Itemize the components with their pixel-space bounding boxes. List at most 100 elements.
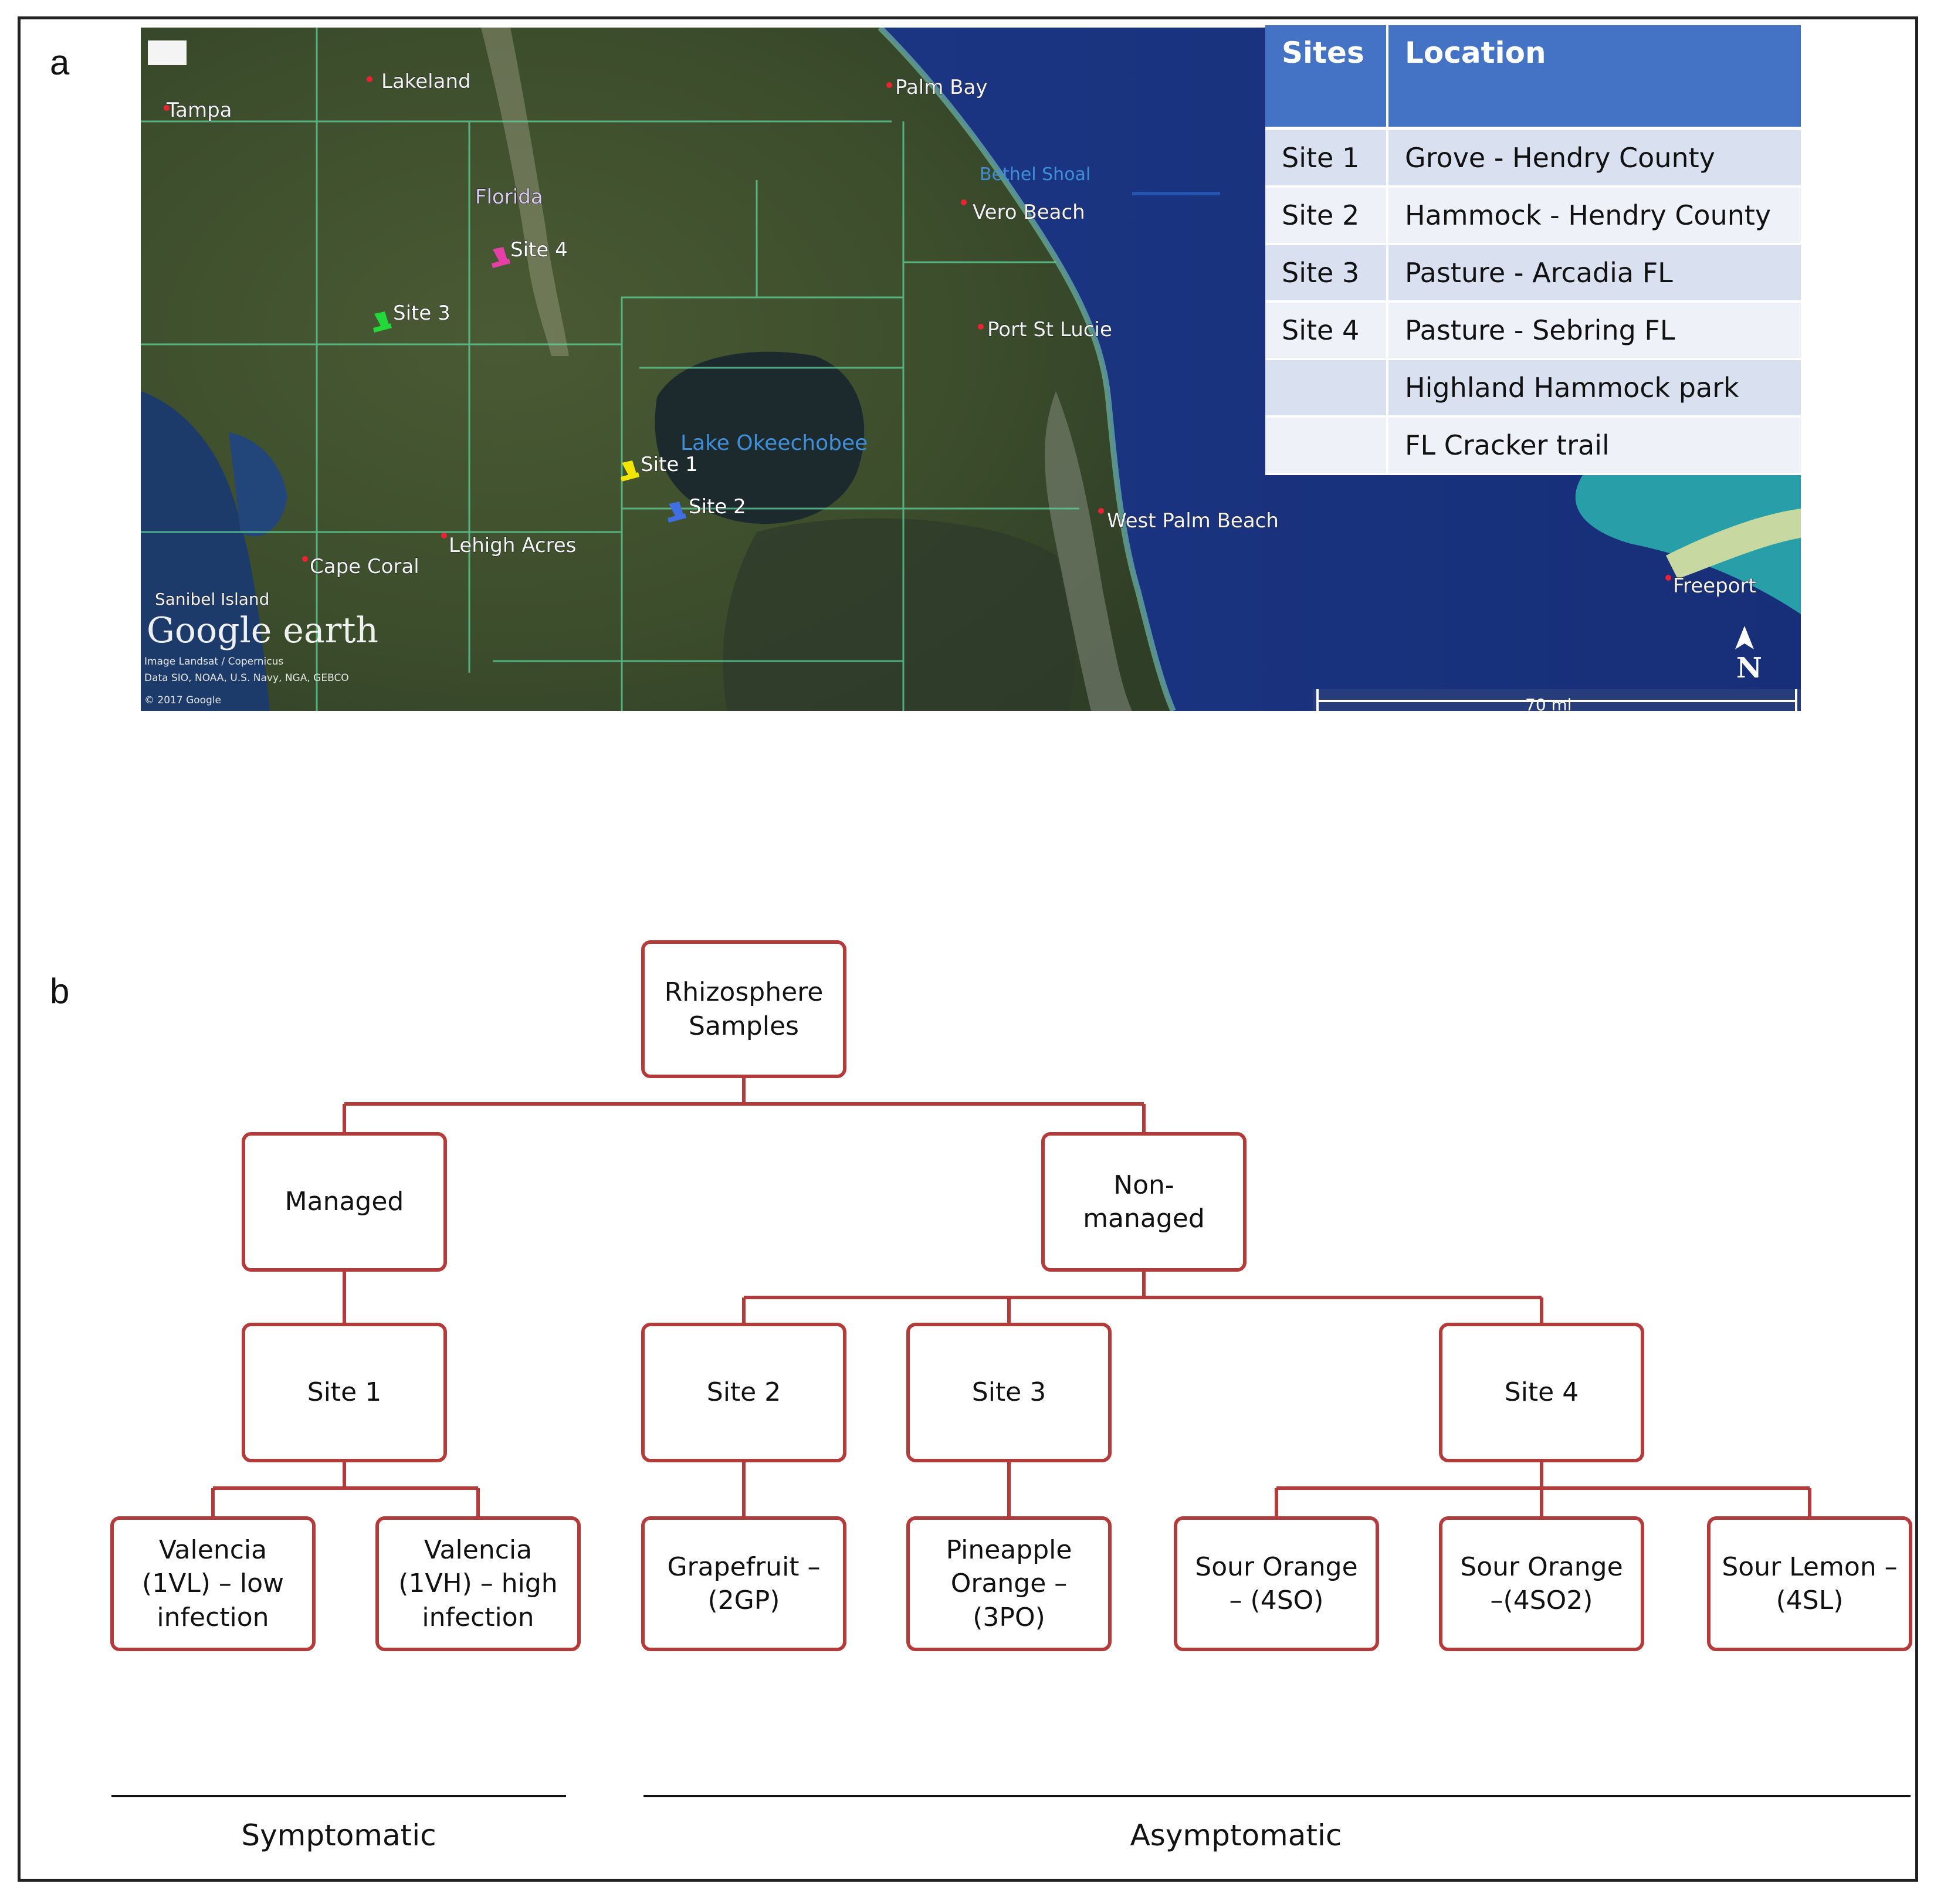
pin-site-3: Site 3 [373,301,451,333]
place-dot [978,324,984,330]
bahamas-island [1666,509,1801,579]
north-arrow-icon: N [1735,626,1762,685]
node-site-1: Site 1 [242,1323,447,1462]
place-labels: Tampa Lakeland Palm Bay Vero Beach Port … [154,69,1756,609]
node-sour-lemon-4sl: Sour Lemon – (4SL) [1707,1516,1912,1651]
tampa-bay-water [229,432,287,537]
place-vero-beach: Vero Beach [973,201,1085,224]
symptomatic-rule [111,1795,566,1797]
place-dot [886,82,892,88]
gulf-water [141,391,270,711]
place-dot [367,76,372,82]
attribution-line-1: Image Landsat / Copernicus [144,656,283,668]
node-site-3: Site 3 [906,1323,1112,1462]
place-cape-coral: Cape Coral [310,555,419,578]
panel-b-label: b [50,971,70,1011]
label-symptomatic: Symptomatic [241,1818,436,1852]
node-pineapple-orange-3po: Pineapple Orange – (3PO) [906,1516,1112,1651]
node-rhizosphere-samples: Rhizosphere Samples [641,940,846,1078]
satellite-map: Tampa Lakeland Palm Bay Vero Beach Port … [141,28,1801,711]
sites-table: Sites Location Site 1 Grove - Hendry Cou… [1265,25,1801,475]
place-dot [1098,508,1104,514]
header-location: Location [1387,25,1801,130]
connector-root [343,1078,1146,1132]
pushpin-icon [492,247,510,268]
place-lakeland: Lakeland [381,70,471,93]
connector-site-4 [1275,1462,1811,1516]
cell-site: Site 4 [1265,301,1388,360]
cell-site [1265,416,1388,475]
place-sanibel-island: Sanibel Island [155,590,269,609]
place-dot [961,199,967,205]
bethel-shoal-marker [1132,192,1220,195]
lake-okeechobee [655,351,865,524]
cell-location: Hammock - Hendry County [1387,187,1801,245]
place-tampa: Tampa [166,99,232,122]
place-dot [302,556,308,562]
place-palm-bay: Palm Bay [895,76,987,99]
cell-location: Grove - Hendry County [1387,128,1801,188]
pin-site-1-label: Site 1 [641,453,698,476]
north-arrow-head [1735,626,1754,649]
place-west-palm-beach: West Palm Beach [1107,509,1279,533]
pin-site-2-label: Site 2 [689,495,746,519]
node-site-4: Site 4 [1439,1323,1644,1462]
atlantic-coastline [878,28,1176,711]
table-row: Site 4 Pasture - Sebring FL [1265,301,1801,360]
pin-site-1: Site 1 [621,452,698,482]
table-row: Site 2 Hammock - Hendry County [1265,187,1801,245]
cell-site: Site 3 [1265,244,1388,303]
label-asymptomatic: Asymptomatic [1130,1818,1342,1852]
node-valencia-1vl: Valencia (1VL) – low infection [110,1516,316,1651]
map-corner-box [148,40,187,65]
cell-location: FL Cracker trail [1387,416,1801,475]
place-lehigh-acres: Lehigh Acres [449,534,576,557]
attribution-line-3: © 2017 Google [144,694,221,706]
node-sour-orange-4so2: Sour Orange –(4SO2) [1439,1516,1644,1651]
pin-site-3-label: Site 3 [393,301,451,325]
place-freeport: Freeport [1673,574,1756,598]
google-earth-logo: Google earth [147,610,378,651]
figure-frame [18,16,1918,1882]
asymptomatic-rule [643,1795,1911,1797]
cell-location: Pasture - Sebring FL [1387,301,1801,360]
attribution-line-2: Data SIO, NOAA, U.S. Navy, NGA, GEBCO [144,672,349,684]
pushpin-icon [621,460,639,482]
cell-location: Pasture - Arcadia FL [1387,244,1801,303]
node-non-managed: Non- managed [1041,1132,1247,1272]
node-grapefruit-2gp: Grapefruit – (2GP) [641,1516,846,1651]
cell-site [1265,359,1388,418]
pushpin-icon [668,502,686,523]
pushpin-icon [373,311,392,333]
table-row: Highland Hammock park [1265,359,1801,418]
pin-site-4: Site 4 [492,238,568,268]
cell-location: Highland Hammock park [1387,359,1801,418]
place-dot [441,533,447,538]
place-dot [164,105,170,111]
scale-bar: 70 mi [1313,689,1801,711]
bahamas-shallows [1575,438,1801,614]
node-sour-orange-4so: Sour Orange – (4SO) [1174,1516,1379,1651]
north-arrow-label: N [1736,652,1762,685]
urban-coast [1045,391,1132,711]
connector-non-managed [742,1272,1543,1323]
water-bethel-shoal: Bethel Shoal [980,164,1090,185]
node-valencia-1vh: Valencia (1VH) – high infection [375,1516,581,1651]
scale-bar-label: 70 mi [1525,695,1572,711]
place-dot [1665,575,1671,581]
lake-wales-ridge [481,28,569,356]
place-port-st-lucie: Port St Lucie [987,318,1112,341]
table-row: Site 1 Grove - Hendry County [1265,128,1801,188]
everglades-area [723,518,1076,711]
table-row: Site 3 Pasture - Arcadia FL [1265,244,1801,303]
header-sites: Sites [1265,25,1388,130]
cell-site: Site 1 [1265,128,1388,188]
panel-a-label: a [50,43,70,82]
map-canvas: Tampa Lakeland Palm Bay Vero Beach Port … [141,28,1801,711]
node-site-2: Site 2 [641,1323,846,1462]
pin-site-2: Site 2 [668,494,746,523]
table-row: FL Cracker trail [1265,416,1801,475]
region-florida: Florida [475,185,543,209]
connector-site-1 [211,1462,480,1516]
